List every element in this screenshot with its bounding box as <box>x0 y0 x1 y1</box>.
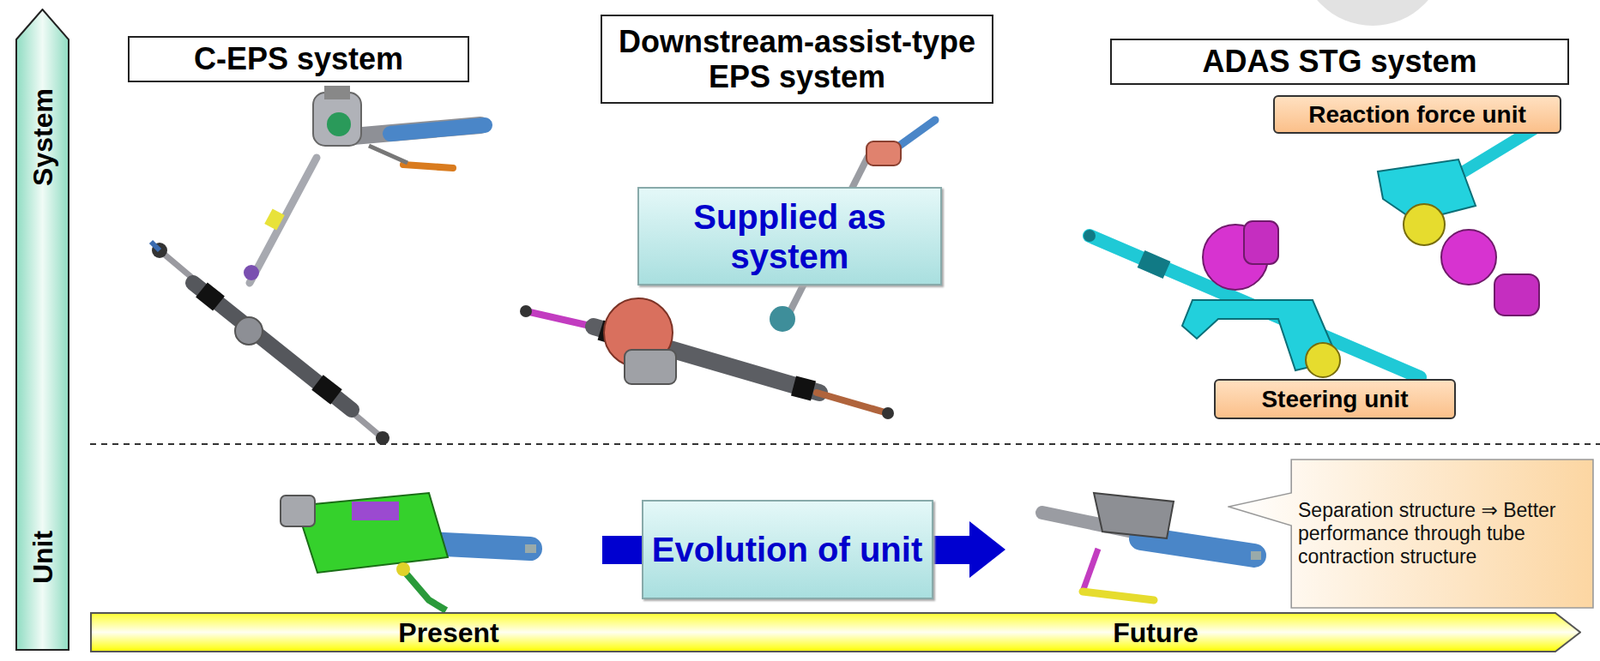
callout-bubble: Separation structure ⇒ Better performanc… <box>1227 458 1594 610</box>
timeline-bar: Present Future <box>90 612 1582 653</box>
system-title-box: Downstream-assist-type EPS system <box>600 14 994 104</box>
timeline-arrow <box>90 613 1581 653</box>
box-label: Supplied as system <box>639 197 941 277</box>
text-block: C-EPS system <box>193 41 404 77</box>
band-arrow <box>16 9 69 651</box>
text-block: ADAS STG system <box>1201 43 1477 79</box>
box-label: C-EPS system <box>193 41 404 77</box>
box-label: Separation structure ⇒ Better performanc… <box>1298 499 1586 569</box>
text-block: Separation structure ⇒ Better performanc… <box>1298 499 1586 569</box>
box-label: ADAS STG system <box>1201 43 1477 79</box>
message-box: Evolution of unit <box>641 500 934 600</box>
message-box: Supplied as system <box>637 187 942 286</box>
axis-label: Unit <box>26 531 59 585</box>
c-eps-illustration <box>150 85 485 446</box>
text-block: Supplied as system <box>639 197 941 277</box>
text-block: Reaction force unit <box>1308 101 1527 129</box>
unit-label-box: Reaction force unit <box>1273 95 1562 134</box>
present-column-unit <box>280 493 537 611</box>
future-column-unit <box>1042 493 1262 601</box>
background-disc <box>1299 0 1446 26</box>
system-title-box: C-EPS system <box>127 36 470 83</box>
system-title-box: ADAS STG system <box>1110 38 1570 85</box>
unit-label-box: Steering unit <box>1213 379 1456 420</box>
text-block: Evolution of unit <box>652 530 924 570</box>
box-label: Reaction force unit <box>1308 101 1527 129</box>
callout-outline <box>1228 459 1594 609</box>
box-label: Steering unit <box>1261 386 1408 414</box>
axis-band: SystemUnit <box>15 8 70 652</box>
box-label: Evolution of unit <box>652 530 924 570</box>
box-label: Downstream-assist-type EPS system <box>602 24 992 96</box>
divider-line <box>90 443 1600 446</box>
text-block: Steering unit <box>1261 386 1408 414</box>
shape-outline <box>90 612 1582 653</box>
axis-label: System <box>26 88 59 187</box>
time-label: Present <box>398 616 499 649</box>
time-label: Future <box>1112 616 1199 649</box>
adas-steering-illustration <box>1083 221 1420 378</box>
text-block: Downstream-assist-type EPS system <box>602 24 992 96</box>
reaction-force-illustration <box>1377 117 1553 316</box>
